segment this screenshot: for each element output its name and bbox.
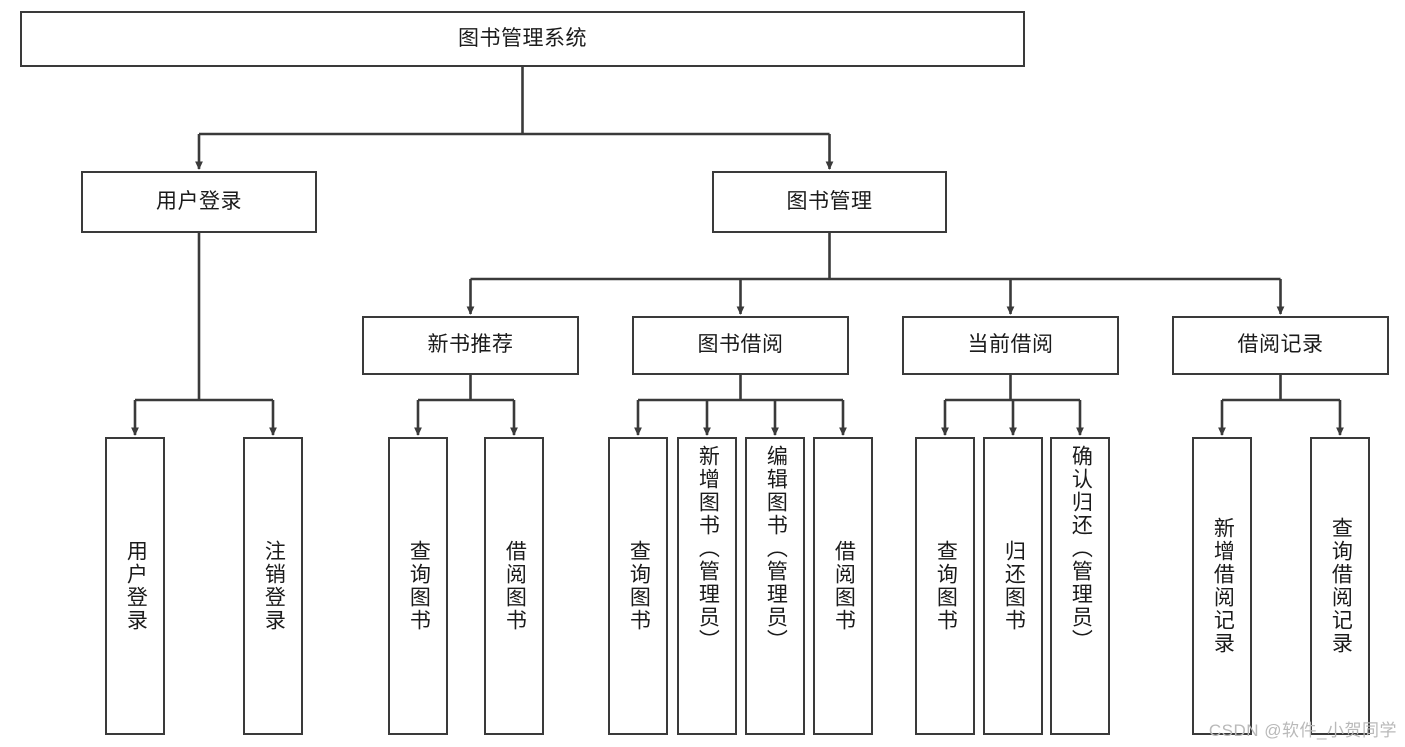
node-label: 新增借阅记录 xyxy=(1211,517,1235,655)
node-leaf4[interactable]: 借阅图书 xyxy=(484,437,544,735)
node-label: 当前借阅 xyxy=(967,333,1054,357)
node-current[interactable]: 当前借阅 xyxy=(902,316,1119,375)
node-label: 新增图书（管理员） xyxy=(696,445,720,652)
node-label: 注销登录 xyxy=(262,540,286,632)
node-leaf6[interactable]: 新增图书（管理员） xyxy=(677,437,737,735)
node-label: 编辑图书（管理员） xyxy=(764,445,788,652)
node-leaf13[interactable]: 查询借阅记录 xyxy=(1310,437,1370,735)
node-leaf9[interactable]: 查询图书 xyxy=(915,437,975,735)
node-leaf2[interactable]: 注销登录 xyxy=(243,437,303,735)
node-label: 图书管理系统 xyxy=(458,26,587,50)
node-label: 借阅图书 xyxy=(503,540,527,632)
node-label: 查询借阅记录 xyxy=(1329,517,1353,655)
node-bookmgmt[interactable]: 图书管理 xyxy=(712,171,947,233)
node-label: 查询图书 xyxy=(407,540,431,632)
node-label: 查询图书 xyxy=(627,540,651,632)
node-leaf1[interactable]: 用户登录 xyxy=(105,437,165,735)
node-label: 归还图书 xyxy=(1002,540,1026,632)
node-leaf3[interactable]: 查询图书 xyxy=(388,437,448,735)
node-newbook[interactable]: 新书推荐 xyxy=(362,316,579,375)
node-label: 图书借阅 xyxy=(697,333,784,357)
node-label: 借阅记录 xyxy=(1237,333,1324,357)
node-label: 借阅图书 xyxy=(832,540,856,632)
node-leaf8[interactable]: 借阅图书 xyxy=(813,437,873,735)
node-label: 用户登录 xyxy=(124,540,148,632)
node-root[interactable]: 图书管理系统 xyxy=(20,11,1025,67)
node-leaf5[interactable]: 查询图书 xyxy=(608,437,668,735)
node-label: 新书推荐 xyxy=(427,333,514,357)
node-label: 用户登录 xyxy=(156,189,242,213)
watermark: CSDN @软件_小贺同学 xyxy=(1208,721,1397,740)
node-leaf7[interactable]: 编辑图书（管理员） xyxy=(745,437,805,735)
node-borrow[interactable]: 图书借阅 xyxy=(632,316,849,375)
node-records[interactable]: 借阅记录 xyxy=(1172,316,1389,375)
node-label: 确认归还（管理员） xyxy=(1069,445,1093,652)
node-label: 图书管理 xyxy=(786,189,873,213)
node-login[interactable]: 用户登录 xyxy=(81,171,317,233)
node-leaf12[interactable]: 新增借阅记录 xyxy=(1192,437,1252,735)
node-leaf10[interactable]: 归还图书 xyxy=(983,437,1043,735)
node-leaf11[interactable]: 确认归还（管理员） xyxy=(1050,437,1110,735)
node-label: 查询图书 xyxy=(934,540,958,632)
